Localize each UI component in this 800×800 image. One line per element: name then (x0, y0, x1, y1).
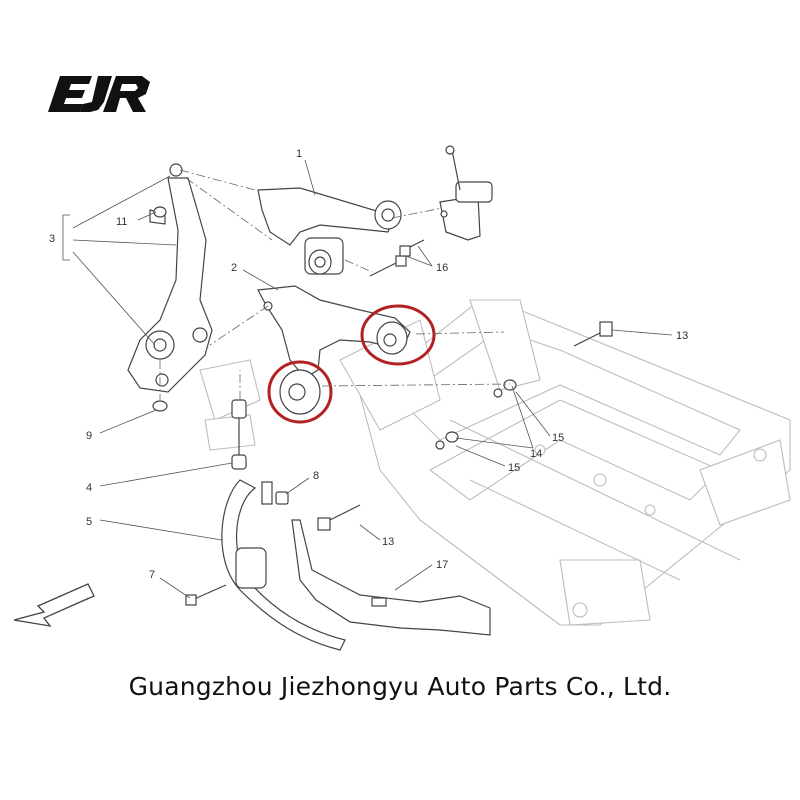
ejr-logo-icon (48, 76, 150, 112)
callout-13-front: 13 (382, 536, 394, 548)
assembly-guide-lines (159, 169, 511, 400)
stabilizer-bar (221, 479, 346, 651)
callout-13-rear: 13 (676, 330, 688, 342)
callout-11: 11 (116, 216, 127, 228)
callout-4: 4 (86, 482, 92, 494)
callout-16: 16 (436, 262, 448, 274)
callout-3: 3 (49, 233, 55, 245)
callout-17: 17 (436, 559, 448, 571)
subframe-bolt-rear (573, 321, 613, 347)
callout-9: 9 (86, 430, 92, 442)
callout-8: 8 (313, 470, 319, 482)
callout-1: 1 (296, 148, 302, 160)
highlight-ring-front-bushing (360, 304, 436, 366)
upper-arm-bolts (369, 239, 425, 277)
callout-leaders (62, 159, 673, 599)
knuckle-nut-upper (153, 206, 167, 218)
callout-5: 5 (86, 516, 92, 528)
callout-15-rear: 15 (552, 432, 564, 444)
splash-shield (291, 519, 491, 636)
front-direction-arrow-icon (13, 583, 95, 627)
callout-7: 7 (149, 569, 155, 581)
callout-14: 14 (530, 448, 542, 460)
stabilizer-bracket-bolt (185, 584, 227, 606)
bushing-highlight-rings (267, 304, 436, 424)
knuckle-nut-lower (152, 400, 168, 412)
highlight-ring-rear-bushing (267, 360, 333, 424)
steering-knuckle (127, 163, 213, 393)
washers-and-nuts (435, 379, 517, 450)
company-name: Guangzhou Jiezhongyu Auto Parts Co., Ltd… (128, 672, 672, 701)
callout-2: 2 (231, 262, 237, 274)
callout-labels: 1 2 3 4 5 7 8 9 11 13 13 14 15 15 16 17 (49, 148, 688, 581)
callout-15-front: 15 (508, 462, 520, 474)
upper-control-arm (257, 187, 402, 275)
subframe-bolt-front (317, 504, 361, 531)
lower-control-arm (257, 285, 411, 415)
height-sensor-bracket (439, 145, 493, 241)
stabilizer-link (231, 399, 247, 470)
stabilizer-link-nut (275, 491, 289, 505)
